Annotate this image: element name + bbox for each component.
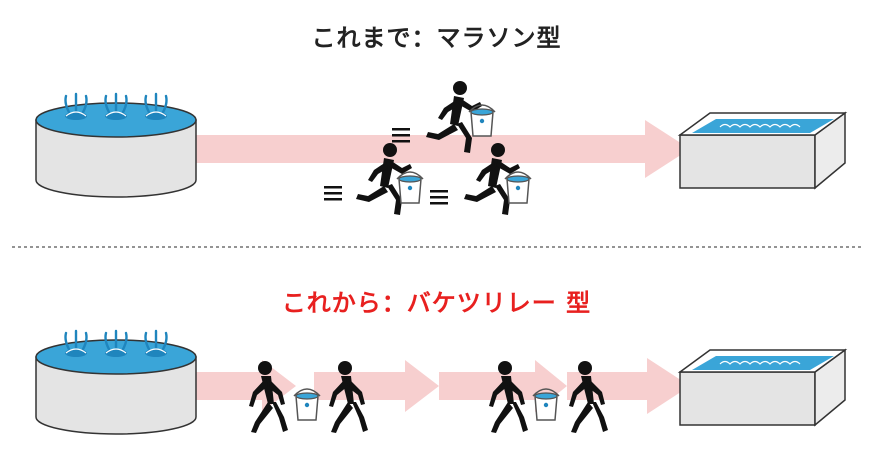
water-destination-box-icon <box>679 112 846 189</box>
water-bucket-icon <box>468 104 496 137</box>
water-source-tank-icon <box>34 92 198 199</box>
bucket-relay-title: これから：バケツリレー 型 <box>281 289 592 317</box>
relay-arrow-1 <box>185 360 296 412</box>
speed-lines-icon <box>430 190 448 205</box>
water-bucket-icon <box>396 171 424 204</box>
walking-person-icon <box>569 361 608 433</box>
water-destination-box-icon <box>679 349 846 426</box>
walking-person-icon <box>249 361 288 433</box>
walking-person-icon <box>489 361 528 433</box>
water-source-tank-icon <box>34 329 198 436</box>
marathon-title: これまで：マラソン型 <box>311 24 562 52</box>
relay-arrow-4 <box>567 358 690 414</box>
speed-lines-icon <box>324 186 342 201</box>
water-bucket-icon <box>532 388 560 421</box>
walking-person-icon <box>329 361 368 433</box>
water-bucket-icon <box>293 388 321 421</box>
relay-people <box>249 361 608 433</box>
water-bucket-icon <box>504 171 532 204</box>
marathon-flow-arrow <box>185 120 690 178</box>
speed-lines-icon <box>392 128 410 143</box>
